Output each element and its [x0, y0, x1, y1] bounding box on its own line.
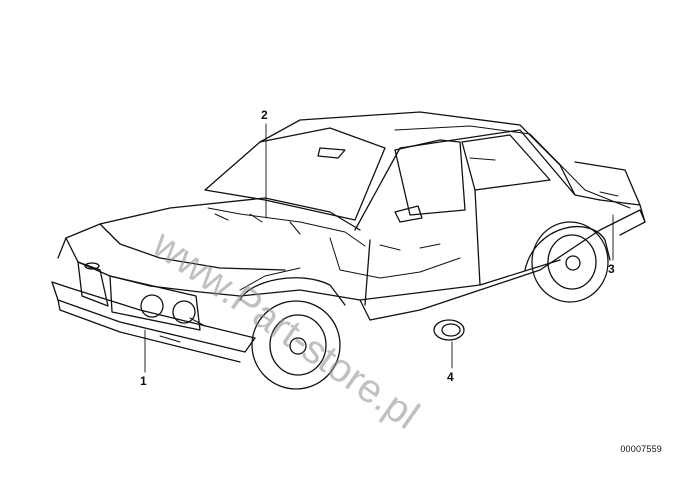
car-body — [51, 111, 646, 390]
callout-2: 2 — [261, 108, 268, 122]
callout-4: 4 — [447, 370, 454, 384]
document-number: 00007559 — [620, 444, 662, 454]
callout-3: 3 — [608, 262, 615, 276]
callout-1: 1 — [140, 374, 147, 388]
